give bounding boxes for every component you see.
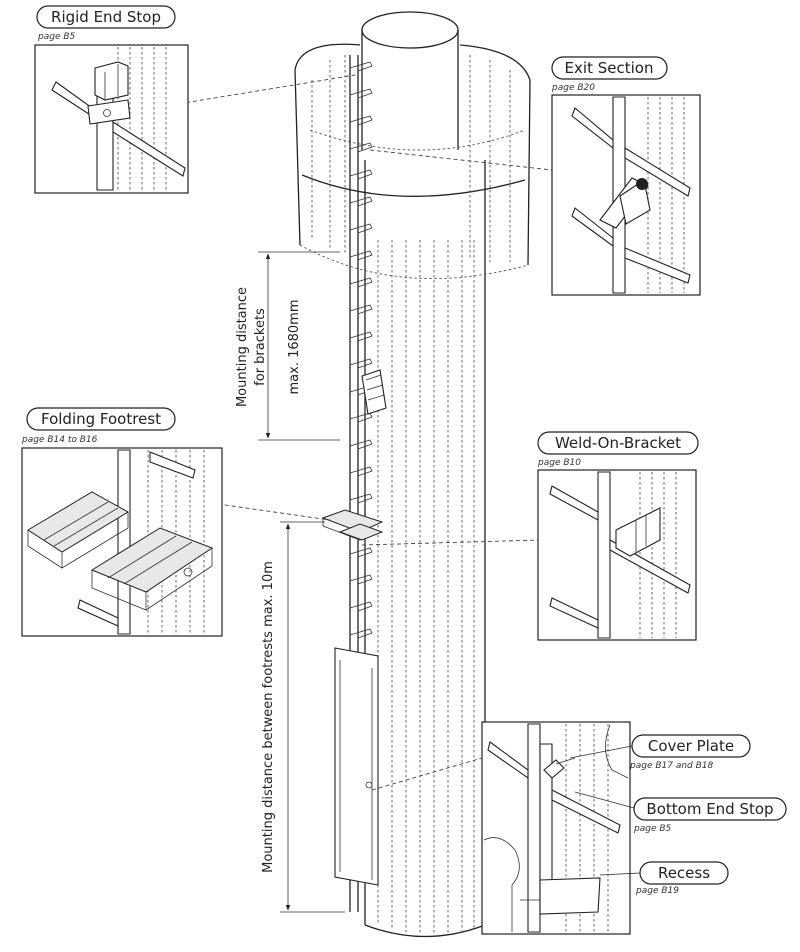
ladder-rung — [349, 493, 373, 504]
ladder-rung — [349, 61, 373, 72]
ladder-rung — [349, 547, 373, 558]
ladder-rung — [349, 601, 373, 612]
dimension-brackets: Mounting distance for brackets max. 1680… — [235, 251, 340, 441]
ladder-rung — [349, 412, 373, 423]
recess-label: Recess — [658, 864, 710, 882]
ladder-rung — [349, 115, 373, 126]
callout-bottom-end-stop: Bottom End Stop page B5 — [574, 791, 787, 834]
pole-cylinder — [294, 11, 531, 938]
ladder-rung — [349, 574, 373, 585]
weld-on-bracket-page: page B10 — [537, 458, 581, 468]
callout-exit-section: Exit Section page B20 — [551, 56, 668, 93]
brackets-distance-label-3: max. 1680mm — [287, 300, 302, 395]
ladder-rung — [349, 142, 373, 153]
ladder-rung — [349, 466, 373, 477]
bottom-end-stop-label: Bottom End Stop — [646, 800, 773, 818]
callout-rigid-end-stop: Rigid End Stop page B5 — [36, 5, 176, 42]
ladder-rung — [349, 331, 373, 342]
detail-weld-on-bracket — [537, 469, 697, 641]
detail-exit-section — [551, 94, 701, 296]
callout-weld-on-bracket: Weld-On-Bracket page B10 — [537, 431, 699, 468]
ladder-rung — [349, 88, 373, 99]
ladder-rung — [349, 250, 373, 261]
detail-rigid-end-stop — [34, 44, 189, 194]
exit-section-page: page B20 — [551, 83, 595, 93]
brackets-distance-label-2: for brackets — [253, 308, 268, 386]
ladder-rung — [349, 304, 373, 315]
ladder — [321, 55, 387, 912]
rigid-end-stop-label: Rigid End Stop — [51, 8, 161, 26]
callout-cover-plate: Cover Plate page B17 and B18 — [569, 734, 751, 771]
callout-folding-footrest: Folding Footrest page B14 to B16 — [21, 407, 176, 445]
exit-section-label: Exit Section — [565, 59, 654, 77]
brackets-distance-label-1: Mounting distance — [235, 287, 250, 407]
ladder-rung — [349, 628, 373, 639]
folding-footrest-label: Folding Footrest — [41, 410, 161, 428]
folding-footrest-page: page B14 to B16 — [21, 435, 98, 445]
dimension-footrests: Mounting distance between footrests max.… — [261, 521, 345, 913]
ladder-rung — [349, 169, 373, 180]
rigid-end-stop-page: page B5 — [37, 32, 76, 42]
detail-folding-footrest — [21, 447, 223, 637]
detail-bottom-section — [481, 721, 631, 935]
bottom-end-stop-page: page B5 — [633, 824, 672, 834]
ladder-rung — [349, 277, 373, 288]
callout-recess: Recess page B19 — [599, 861, 729, 896]
weld-on-bracket-label: Weld-On-Bracket — [555, 434, 681, 452]
cover-plate-shape — [334, 647, 379, 886]
cover-plate-label: Cover Plate — [648, 737, 734, 755]
ladder-rung — [349, 223, 373, 234]
ladder-rung — [349, 196, 373, 207]
ladder-rung — [349, 358, 373, 369]
cover-plate-page: page B17 and B18 — [629, 761, 714, 771]
footrests-distance-label: Mounting distance between footrests max.… — [261, 561, 276, 873]
recess-page: page B19 — [635, 886, 679, 896]
ladder-rung — [349, 439, 373, 450]
